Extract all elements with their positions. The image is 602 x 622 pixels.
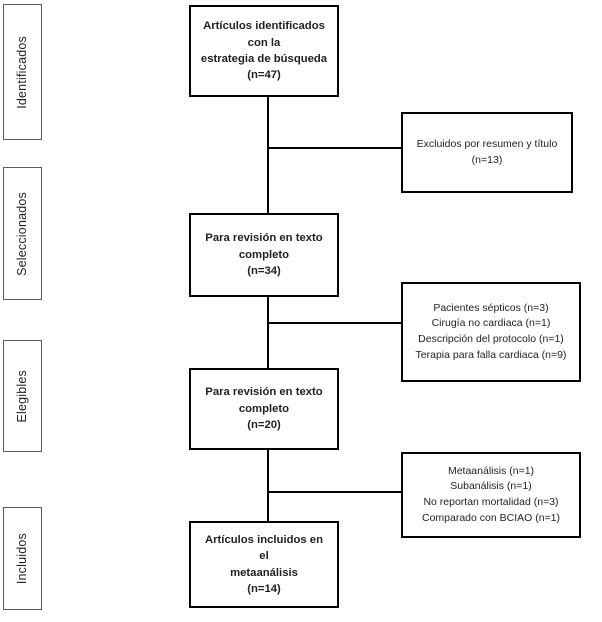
stage-box-identificados: Identificados <box>3 4 42 140</box>
node-articulos-incluidos-metaanalisis-text: Artículos incluidos en el metaanálisis (… <box>204 533 323 595</box>
connector-branch-excluded-reasons-1 <box>267 322 402 325</box>
connector-review34-to-review20 <box>267 296 270 369</box>
node-revision-texto-completo-20-text: Para revisión en texto completo (n=20) <box>205 386 323 432</box>
stage-box-incluidos: Incluidos <box>3 507 42 610</box>
node-excluidos-razones-2-text: Metaanálisis (n=1) Subanálisis (n=1) No … <box>421 464 561 524</box>
node-articulos-identificados-text: Artículos identificados con la estrategi… <box>200 20 328 82</box>
stage-box-seleccionados: Seleccionados <box>3 167 42 300</box>
node-revision-texto-completo-34-text: Para revisión en texto completo (n=34) <box>205 232 323 278</box>
stage-label-identificados: Identificados <box>15 35 30 109</box>
stage-label-incluidos: Incluidos <box>15 532 30 585</box>
stage-box-elegibles: Elegibles <box>3 340 42 452</box>
connector-identified-to-review34 <box>267 96 270 214</box>
node-excluidos-razones-1: Pacientes sépticos (n=3) Cirugía no card… <box>401 282 581 382</box>
node-excluidos-resumen-titulo: Excluidos por resumen y título (n=13) <box>401 112 573 193</box>
node-revision-texto-completo-20: Para revisión en texto completo (n=20) <box>189 368 339 450</box>
connector-branch-excluded-reasons-2 <box>267 491 402 494</box>
node-articulos-identificados: Artículos identificados con la estrategi… <box>189 5 339 97</box>
connector-branch-excluded-abstract-title <box>267 147 402 150</box>
connector-review20-to-included <box>267 449 270 522</box>
stage-label-elegibles: Elegibles <box>15 369 30 423</box>
node-articulos-incluidos-metaanalisis: Artículos incluidos en el metaanálisis (… <box>189 521 339 608</box>
node-excluidos-razones-1-text: Pacientes sépticos (n=3) Cirugía no card… <box>415 301 567 361</box>
stage-label-seleccionados: Seleccionados <box>15 191 30 276</box>
node-revision-texto-completo-34: Para revisión en texto completo (n=34) <box>189 213 339 297</box>
node-excluidos-resumen-titulo-text: Excluidos por resumen y título (n=13) <box>416 137 558 166</box>
node-excluidos-razones-2: Metaanálisis (n=1) Subanálisis (n=1) No … <box>401 452 581 538</box>
